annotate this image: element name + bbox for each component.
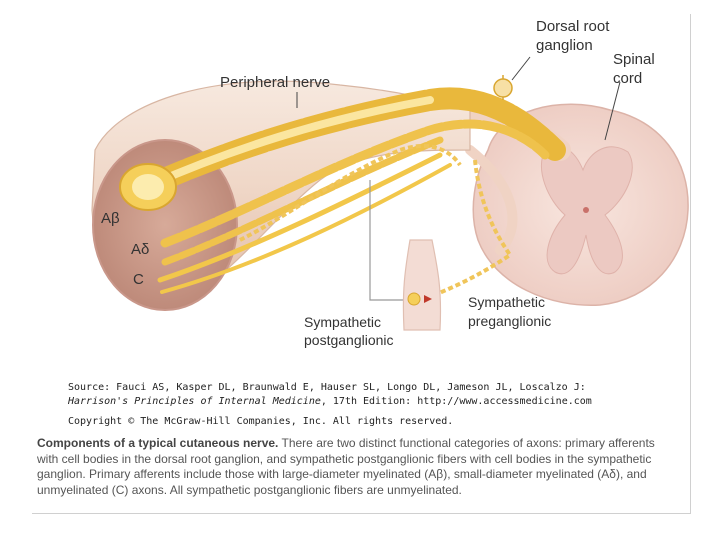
label-a-delta: Aδ <box>131 241 149 258</box>
figure-caption: Components of a typical cutaneous nerve.… <box>37 436 677 498</box>
a-beta-fiber <box>119 87 566 211</box>
frame-border-bottom <box>32 513 691 514</box>
source-credit: Source: Fauci AS, Kasper DL, Braunwald E… <box>68 382 586 393</box>
caption-title: Components of a typical cutaneous nerve. <box>37 436 279 450</box>
label-c-fiber: C <box>133 271 144 288</box>
caption-body: There are two distinct functional catego… <box>37 436 655 497</box>
label-peripheral-nerve: Peripheral nerve <box>220 74 330 91</box>
dorsal-root-ganglion <box>493 56 531 100</box>
label-spinal-2: cord <box>613 70 642 87</box>
spinal-cord <box>472 103 689 306</box>
label-symp-post-2: postganglionic <box>304 332 394 348</box>
sympathetic-fibers <box>239 144 513 302</box>
book-credit: Harrison's Principles of Internal Medici… <box>68 396 592 407</box>
arrow-icon <box>424 295 432 303</box>
book-edition-url: , 17th Edition: http://www.accessmedicin… <box>320 396 592 407</box>
book-title: Harrison's Principles of Internal Medici… <box>68 396 321 407</box>
cutaneous-nerve-diagram: Dorsal root ganglion Spinal cord Periphe… <box>91 18 689 348</box>
a-delta-fiber <box>160 119 550 266</box>
label-symp-post-1: Sympathetic <box>304 314 381 330</box>
ventral-root <box>465 145 518 255</box>
sympathetic-ganglion <box>402 239 442 331</box>
label-a-beta: Aβ <box>101 210 120 227</box>
label-spinal-1: Spinal <box>613 51 655 68</box>
spinal-cord-leader <box>604 81 621 141</box>
copyright-notice: Copyright © The McGraw-Hill Companies, I… <box>68 416 454 427</box>
label-dorsal-root-1: Dorsal root <box>536 18 610 35</box>
label-symp-pre-1: Sympathetic <box>468 294 545 310</box>
c-fibers <box>157 152 452 294</box>
frame-border-right <box>690 14 691 514</box>
label-symp-pre-2: preganglionic <box>468 313 551 329</box>
label-dorsal-root-2: ganglion <box>536 37 593 54</box>
